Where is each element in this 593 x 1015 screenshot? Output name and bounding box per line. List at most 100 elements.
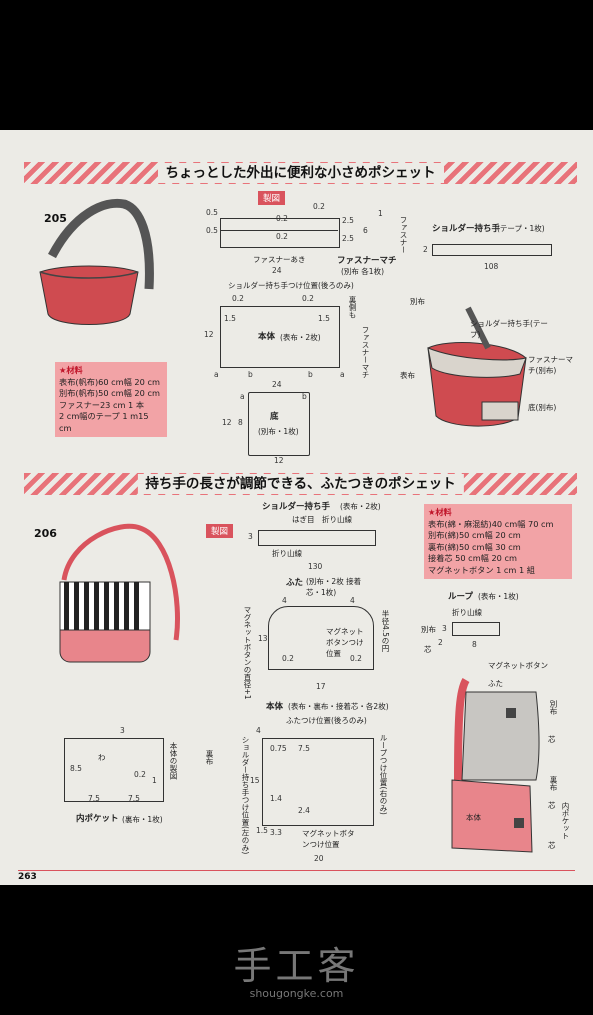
section2-materials-heading: ★材料 [428,507,452,517]
loop-sub-label: (表布・1枚) [478,592,519,601]
dim: 108 [484,262,499,271]
magnet-position-label: マグネットボタンつけ位置 [326,627,364,658]
dim: 4 [256,726,261,735]
betsu-label: 別布 [421,625,436,634]
illus-lid-label: ふた [488,679,503,688]
dim: 12 [274,456,284,465]
loop-label: ループ [448,592,473,602]
dim: 7.5 [298,744,310,753]
shoulder-strap-label: ショルダー持ち手 [432,224,501,234]
dim: 8 [472,640,477,649]
dim: 1.5 [224,314,236,323]
dim: 0.75 [270,744,287,753]
lid-pattern [268,606,374,670]
section2-title-band: 持ち手の長さが調節できる、ふたつきのポシェット [24,473,577,495]
lid-sub-label: (別布・2枚 接着芯・1枚) [306,577,362,597]
fold-back-label: 裏側も [348,296,357,319]
semicircle-label: 半径4.5の円 [381,610,390,652]
body-sub-label: (表布・2枚) [280,333,321,342]
shoulder-strap-pattern [432,244,552,256]
section1-material-item: 表布(帆布)60 cm幅 20 cm [59,376,160,387]
dim: 13 [258,634,268,643]
shoulder-strap-206-sub-label: (表布・2枚) [340,502,381,511]
section1-drawing-tag: 製図 [258,191,286,205]
section2-number: 206 [34,527,57,540]
dim: 12 [204,330,214,339]
inner-pocket-sub-label: (裏布・1枚) [122,815,163,824]
dim: 2.5 [342,216,354,225]
section2-material-item: 裏布(綿)50 cm幅 30 cm [428,541,521,552]
dim: 1.5 [318,314,330,323]
dim: 15 [250,776,260,785]
loop-position-label: ループつけ位置(右のみ) [379,734,388,815]
watermark-logo: 手工客 [233,944,360,988]
section2-drawing-tag: 製図 [206,524,234,538]
zipper-label: ファスナー [399,216,408,254]
section2-title: 持ち手の長さが調節できる、ふたつきのポシェット [137,474,464,494]
dim: 1.5 [256,826,268,835]
section1-title: ちょっとした外出に便利な小さめポシェット [157,163,444,183]
shoulder-strap-sub-label: (テープ・1枚) [497,224,545,233]
dim: b [302,392,307,401]
illus-omote-label: 表布 [400,371,415,380]
inner-pocket-pattern [64,738,164,802]
magnet-side-label: マグネットボタンの直径+1 [243,606,252,700]
hagime-label: はぎ目 [292,515,315,524]
bottom-label: 底 [270,412,279,422]
section2-material-item: 別布(綿)50 cm幅 20 cm [428,530,521,540]
dim: 17 [316,682,326,691]
section2-material-item: マグネットボタン 1 cm 1 組 [428,564,535,575]
dim: 3.3 [270,828,282,837]
dim: 0.2 [282,654,294,663]
zipper-gusset-label: ファスナーマチ [337,256,397,266]
dim: 1 [378,209,383,218]
illus-pocket-label: 内ポケット [561,802,570,840]
dim: 8.5 [70,764,82,773]
strap-position-206-label: ショルダー持ち手つけ位置(左のみ) [241,736,250,855]
dim: 1.4 [270,794,282,803]
fold-line-label-2: 折り山線 [272,549,302,558]
section1-material-item: 2 cm幅のテープ 1 m15 cm [59,411,149,433]
dim: a [340,370,345,379]
zipper-gusset-midline [220,230,338,231]
section2-material-item: 接着芯 50 cm幅 20 cm [428,553,517,563]
shin-label: 芯 [424,645,432,654]
dim: 4 [282,596,287,605]
illus-shin3-label: 芯 [548,841,556,850]
dim: 24 [272,380,282,389]
illus-magnet-label: マグネットボタン [488,661,548,670]
dim: 2 [438,638,443,647]
page-number: 263 [18,872,37,882]
section2-materials: ★材料 表布(綿・麻混紡)40 cm幅 70 cm 別布(綿)50 cm幅 20… [424,504,572,579]
bottom-sub-label: (別布・1枚) [258,427,299,436]
watermark-url: shougongke.com [249,987,344,1000]
dim: 0.2 [276,214,288,223]
dim: 0.2 [350,654,362,663]
strap-position-label: ショルダー持ち手つけ位置(後ろのみ) [228,281,354,290]
dim: b [308,370,313,379]
dim: 6 [363,226,368,235]
dim: 3 [120,726,125,735]
body-206-pattern [262,738,374,826]
body-print-label: 本体の製図 [169,742,178,780]
loop-pattern [452,622,500,636]
zipper-gusset-pattern [220,218,340,248]
lid-label: ふた [286,578,304,588]
inner-pocket-label: 内ポケット [76,814,119,824]
zipper-gusset-label-2: ファスナーマチ [361,326,370,379]
bag-206-assembly-illustration [451,677,540,853]
dim: 0.2 [134,770,146,779]
dim: 7.5 [88,794,100,803]
dim: 3 [442,624,447,633]
body-label: 本体 [258,332,276,342]
magnet-position-206-label: マグネットボタンつけ位置 [302,829,355,849]
dim: 0.5 [206,208,218,217]
dim: 130 [308,562,323,571]
zipper-gusset-sub-label: (別布 各1枚) [341,267,385,276]
lid-position-label: ふたつけ位置(後ろのみ) [286,716,367,725]
illus-zip-gusset-label: ファスナーマチ(別布) [528,355,573,375]
dim: 3 [248,532,253,541]
section1-material-item: 別布(帆布)50 cm幅 20 cm [59,388,160,398]
dim: a [214,370,219,379]
section1-materials-heading: ★材料 [59,365,83,375]
